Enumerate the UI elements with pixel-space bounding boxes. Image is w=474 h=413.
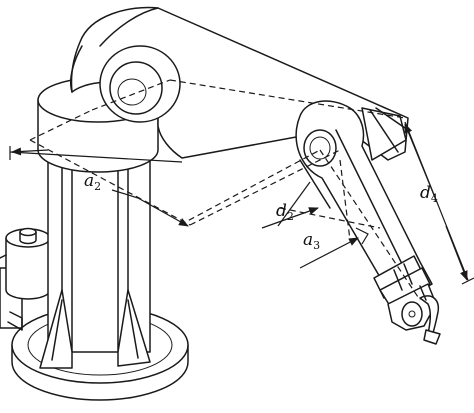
gripper (387, 283, 441, 345)
dimension-a3 (299, 227, 369, 269)
dimension-d2 (261, 181, 319, 229)
label-d2: d2 (276, 201, 294, 223)
label-d4: d4 (420, 183, 438, 205)
side-motor (0, 227, 51, 331)
dimension-a2 (9, 146, 189, 227)
label-a3: a3 (303, 230, 320, 252)
label-a2: a2 (84, 171, 101, 193)
forearm-link (295, 100, 433, 307)
dimension-d4 (404, 121, 474, 285)
